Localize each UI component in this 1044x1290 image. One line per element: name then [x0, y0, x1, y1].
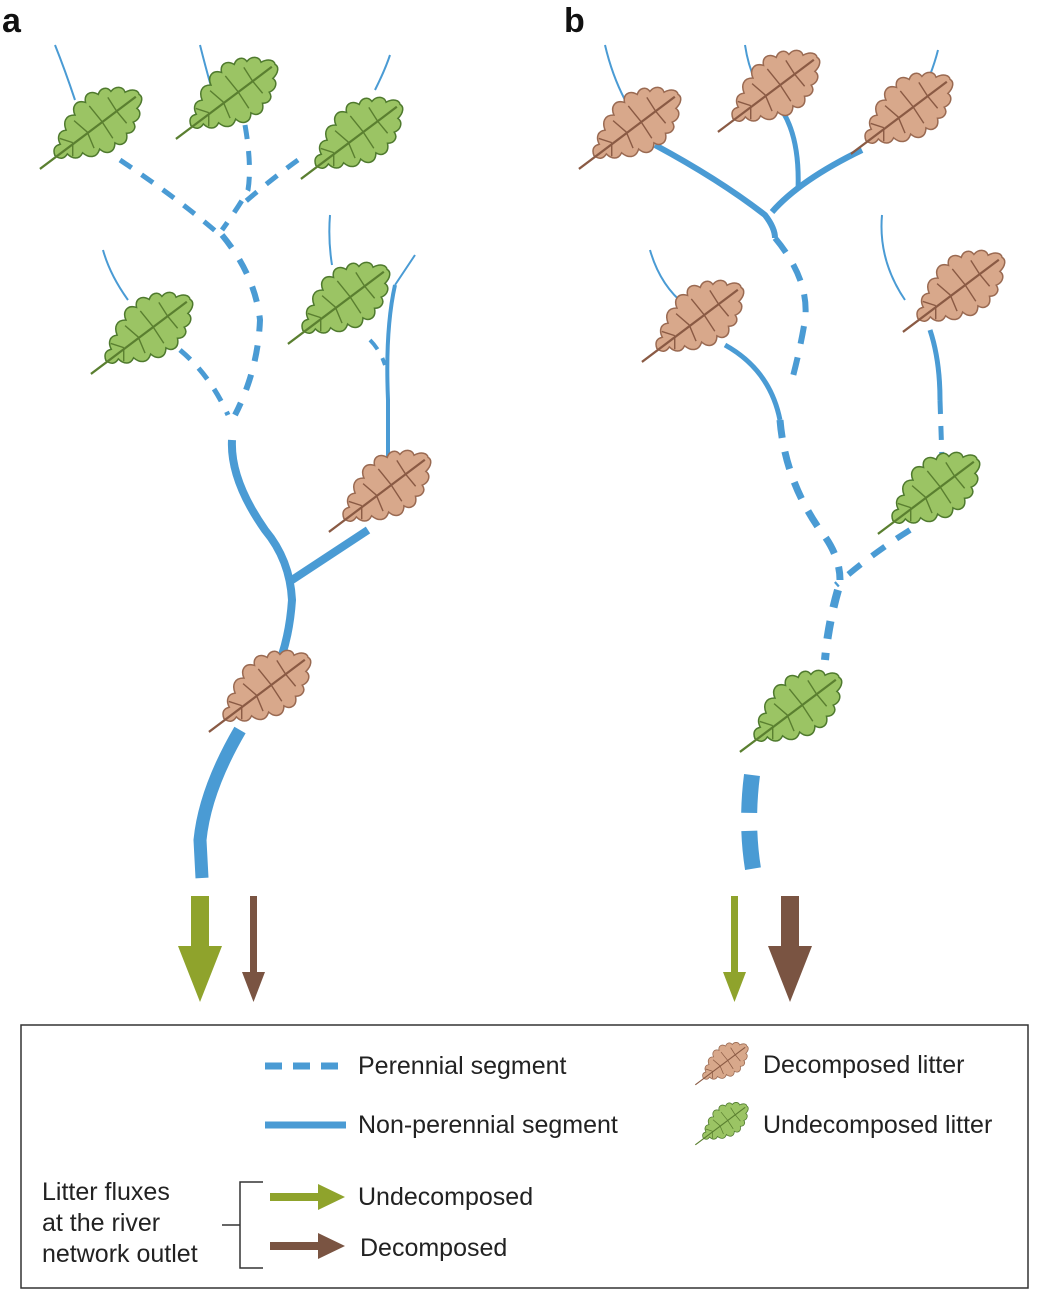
perennial-segment	[219, 124, 252, 232]
non-perennial-segment	[227, 439, 297, 657]
perennial-segment	[821, 588, 842, 661]
panel-a-outlet-arrows	[178, 896, 265, 1002]
perennial-segment	[937, 399, 945, 461]
decomposed-leaf	[699, 32, 836, 155]
non-perennial-segment	[769, 147, 864, 214]
perennial-segment	[236, 157, 300, 210]
decomposed-leaf	[884, 232, 1021, 355]
perennial-segment	[834, 527, 912, 588]
stream-segment	[328, 214, 333, 266]
undecomposed-flux-arrow	[723, 896, 746, 1002]
non-perennial-label: Non-perennial segment	[358, 1111, 618, 1139]
decomposed-leaf	[560, 69, 697, 192]
undecomposed-leaf	[21, 69, 158, 192]
non-perennial-segment	[780, 110, 801, 191]
legend-box	[20, 1024, 1029, 1289]
flux-title-line-2: at the river	[42, 1209, 160, 1237]
perennial-segment	[368, 338, 387, 366]
undecomposed-leaf	[72, 274, 209, 397]
undecomposed-flux-arrow	[178, 896, 222, 1002]
non-perennial-segment	[385, 284, 397, 465]
decomposed-litter-label: Decomposed litter	[763, 1051, 964, 1079]
decomposed-leaf	[310, 432, 447, 555]
decomposed-leaf	[190, 632, 327, 755]
stream-segment	[604, 44, 626, 101]
perennial-segment	[118, 157, 222, 237]
undecomposed-leaf	[721, 652, 858, 775]
non-perennial-segment	[723, 342, 783, 421]
non-perennial-segment	[653, 142, 778, 239]
stream-segment	[54, 44, 76, 101]
stream-segment	[102, 249, 129, 301]
panel-b-outlet-arrows	[723, 896, 812, 1002]
decomposed-flux-arrow	[242, 896, 265, 1002]
undecomposed-leaf	[269, 244, 406, 367]
panel-b-leaves	[560, 32, 1021, 775]
flux-title-line-1: Litter fluxes	[42, 1178, 170, 1206]
decomposed-leaf	[623, 262, 760, 385]
perennial-segment	[776, 419, 844, 581]
undecomposed-leaf	[282, 79, 419, 202]
flux-title-line-3: network outlet	[42, 1240, 198, 1268]
panel-a-streams	[54, 44, 416, 879]
undecomposed-leaf	[859, 434, 996, 557]
perennial-segment	[772, 236, 809, 381]
flux-undecomposed-label: Undecomposed	[358, 1183, 533, 1211]
decomposed-flux-arrow	[768, 896, 812, 1002]
undecomposed-flux-swatch	[270, 1184, 345, 1210]
flux-decomposed-label: Decomposed	[360, 1234, 507, 1262]
panel-b-label: b	[564, 2, 585, 40]
perennial-segment	[178, 348, 231, 417]
stream-segment	[374, 54, 391, 91]
stream-segment	[880, 214, 906, 301]
perennial-segment	[741, 773, 763, 882]
perennial-label: Perennial segment	[358, 1052, 567, 1080]
panel-a-leaves	[21, 39, 447, 755]
non-perennial-segment	[927, 329, 943, 401]
panel-b-streams	[604, 44, 945, 882]
decomposed-flux-swatch	[270, 1233, 345, 1259]
perennial-segment	[219, 233, 264, 417]
decomposed-leaf	[832, 54, 969, 177]
legend-bracket	[222, 1181, 263, 1269]
stream-segment	[394, 254, 416, 286]
legend: Perennial segment Non-perennial segment …	[20, 1024, 1029, 1289]
panel-a-label: a	[2, 2, 22, 40]
non-perennial-segment	[289, 526, 371, 584]
non-perennial-segment	[193, 726, 246, 879]
undecomposed-litter-label: Undecomposed litter	[763, 1111, 992, 1139]
stream-segment	[929, 49, 939, 76]
undecomposed-leaf	[157, 39, 294, 162]
